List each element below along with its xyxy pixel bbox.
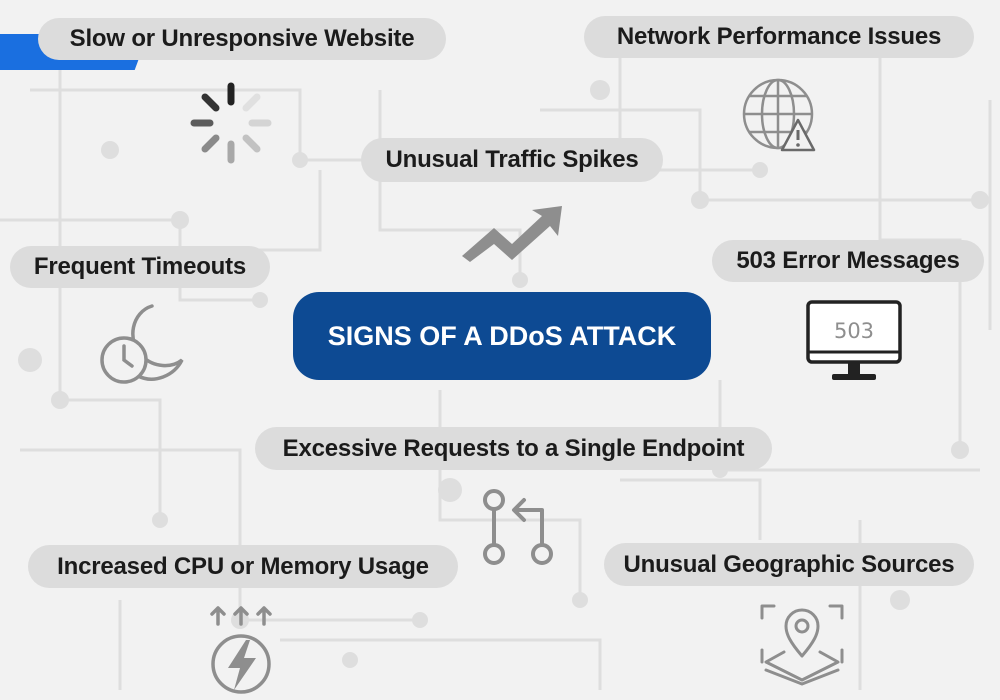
diagram-title-text: SIGNS OF A DDoS ATTACK bbox=[327, 320, 677, 351]
location-map-icon bbox=[760, 604, 844, 686]
monitor-error-code: 503 bbox=[834, 319, 874, 343]
sign-geographic-sources-label: Unusual Geographic Sources bbox=[604, 543, 974, 586]
diagram-title: SIGNS OF A DDoS ATTACK bbox=[293, 292, 711, 380]
globe-warning-icon bbox=[742, 78, 816, 152]
trend-up-arrow-icon bbox=[462, 206, 562, 262]
sign-network-performance-label: Network Performance Issues bbox=[584, 16, 974, 58]
git-pull-request-icon bbox=[483, 489, 553, 565]
moon-clock-icon bbox=[100, 304, 184, 384]
sign-503-errors-label: 503 Error Messages bbox=[712, 240, 984, 282]
power-surge-icon bbox=[210, 606, 272, 694]
sign-frequent-timeouts-label: Frequent Timeouts bbox=[10, 246, 270, 288]
monitor-error-icon: 503 bbox=[806, 300, 902, 380]
sign-traffic-spikes-label: Unusual Traffic Spikes bbox=[361, 138, 663, 182]
loading-spinner-icon bbox=[190, 82, 272, 164]
sign-cpu-memory-label: Increased CPU or Memory Usage bbox=[28, 545, 458, 588]
sign-excessive-requests-label: Excessive Requests to a Single Endpoint bbox=[255, 427, 772, 470]
sign-slow-website-label: Slow or Unresponsive Website bbox=[38, 18, 446, 60]
